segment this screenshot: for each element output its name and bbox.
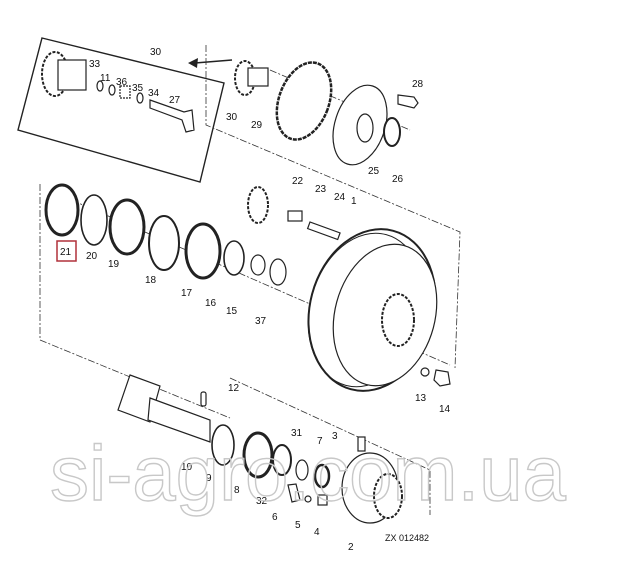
seal-8 (242, 431, 274, 479)
callout-6: 6 (272, 512, 278, 523)
callout-22: 22 (292, 176, 304, 187)
snap-ring-16 (223, 240, 245, 276)
gear-22 (247, 186, 269, 224)
washer-11 (96, 80, 104, 92)
bolt-14 (433, 369, 451, 387)
washer-13 (420, 367, 430, 377)
callout-34: 34 (148, 88, 160, 99)
callout-19: 19 (108, 259, 120, 270)
assembly-outline-top (205, 45, 461, 369)
callout-17: 17 (181, 288, 193, 299)
gasket-29 (275, 61, 333, 141)
callout-3: 3 (332, 431, 338, 442)
callout-1: 1 (351, 196, 357, 207)
callout-27: 27 (169, 95, 181, 106)
drawing-code: ZX 012482 (385, 533, 429, 543)
housing-10-shaft (147, 397, 211, 443)
callout-7: 7 (317, 436, 323, 447)
ring-18 (148, 215, 180, 271)
gear-30-hub (247, 67, 269, 87)
callout-8: 8 (234, 485, 240, 496)
sensor-3 (357, 436, 366, 452)
callout-25: 25 (368, 166, 380, 177)
assembly-outline-bottom (229, 377, 431, 515)
ring-32 (272, 444, 292, 476)
callout-13: 13 (415, 393, 427, 404)
callout-30: 30 (226, 112, 238, 123)
seal-21 (44, 183, 80, 237)
bushing-23 (287, 210, 303, 222)
bolt-28 (397, 94, 419, 109)
callout-21: 21 (60, 247, 72, 258)
highlight-box (56, 240, 77, 262)
callout-30: 30 (150, 47, 162, 58)
washer-5 (304, 495, 312, 503)
seal-26 (383, 117, 401, 147)
callout-26: 26 (392, 174, 404, 185)
callout-37: 37 (255, 316, 267, 327)
flange-2-spline (373, 473, 403, 519)
callout-16: 16 (205, 298, 217, 309)
bearing-17 (184, 222, 222, 280)
callout-5: 5 (295, 520, 301, 531)
snap-ring-9 (211, 424, 235, 466)
bolt-6 (287, 483, 301, 503)
callout-10: 10 (181, 462, 193, 473)
callout-31: 31 (291, 428, 303, 439)
callout-36: 36 (116, 77, 128, 88)
ring-31 (295, 459, 309, 481)
spring-35 (119, 85, 131, 99)
callout-4: 4 (314, 527, 320, 538)
spacer-4 (317, 494, 328, 506)
pin-12 (200, 391, 207, 407)
inset-box (17, 37, 225, 183)
inset-arrow (194, 59, 233, 64)
callout-23: 23 (315, 184, 327, 195)
callout-20: 20 (86, 251, 98, 262)
arrow-head (188, 58, 198, 68)
callout-32: 32 (256, 496, 268, 507)
callout-28: 28 (412, 79, 424, 90)
callout-29: 29 (251, 120, 263, 131)
callout-24: 24 (334, 192, 346, 203)
cover-25-bore (356, 113, 374, 143)
spacer-15 (250, 254, 266, 276)
bearing-19 (108, 198, 146, 256)
assembly-outline-mid (39, 184, 231, 419)
callout-9: 9 (206, 473, 212, 484)
callout-11: 11 (100, 73, 111, 84)
callout-14: 14 (439, 404, 451, 415)
ring-34 (136, 92, 144, 104)
callout-33: 33 (89, 59, 101, 70)
washer-36 (108, 84, 116, 96)
shaft-27 (149, 99, 195, 133)
callout-15: 15 (226, 306, 238, 317)
callout-35: 35 (132, 83, 144, 94)
snap-ring-20 (80, 194, 108, 246)
bearing-7 (313, 463, 331, 489)
callout-18: 18 (145, 275, 157, 286)
pin-24 (306, 221, 341, 241)
drum-1-hub (381, 293, 415, 347)
ring-37 (269, 258, 287, 286)
callout-12: 12 (228, 383, 240, 394)
callout-2: 2 (348, 542, 354, 553)
gear-hub (57, 59, 87, 91)
watermark: si-agro.com.ua (50, 429, 566, 517)
